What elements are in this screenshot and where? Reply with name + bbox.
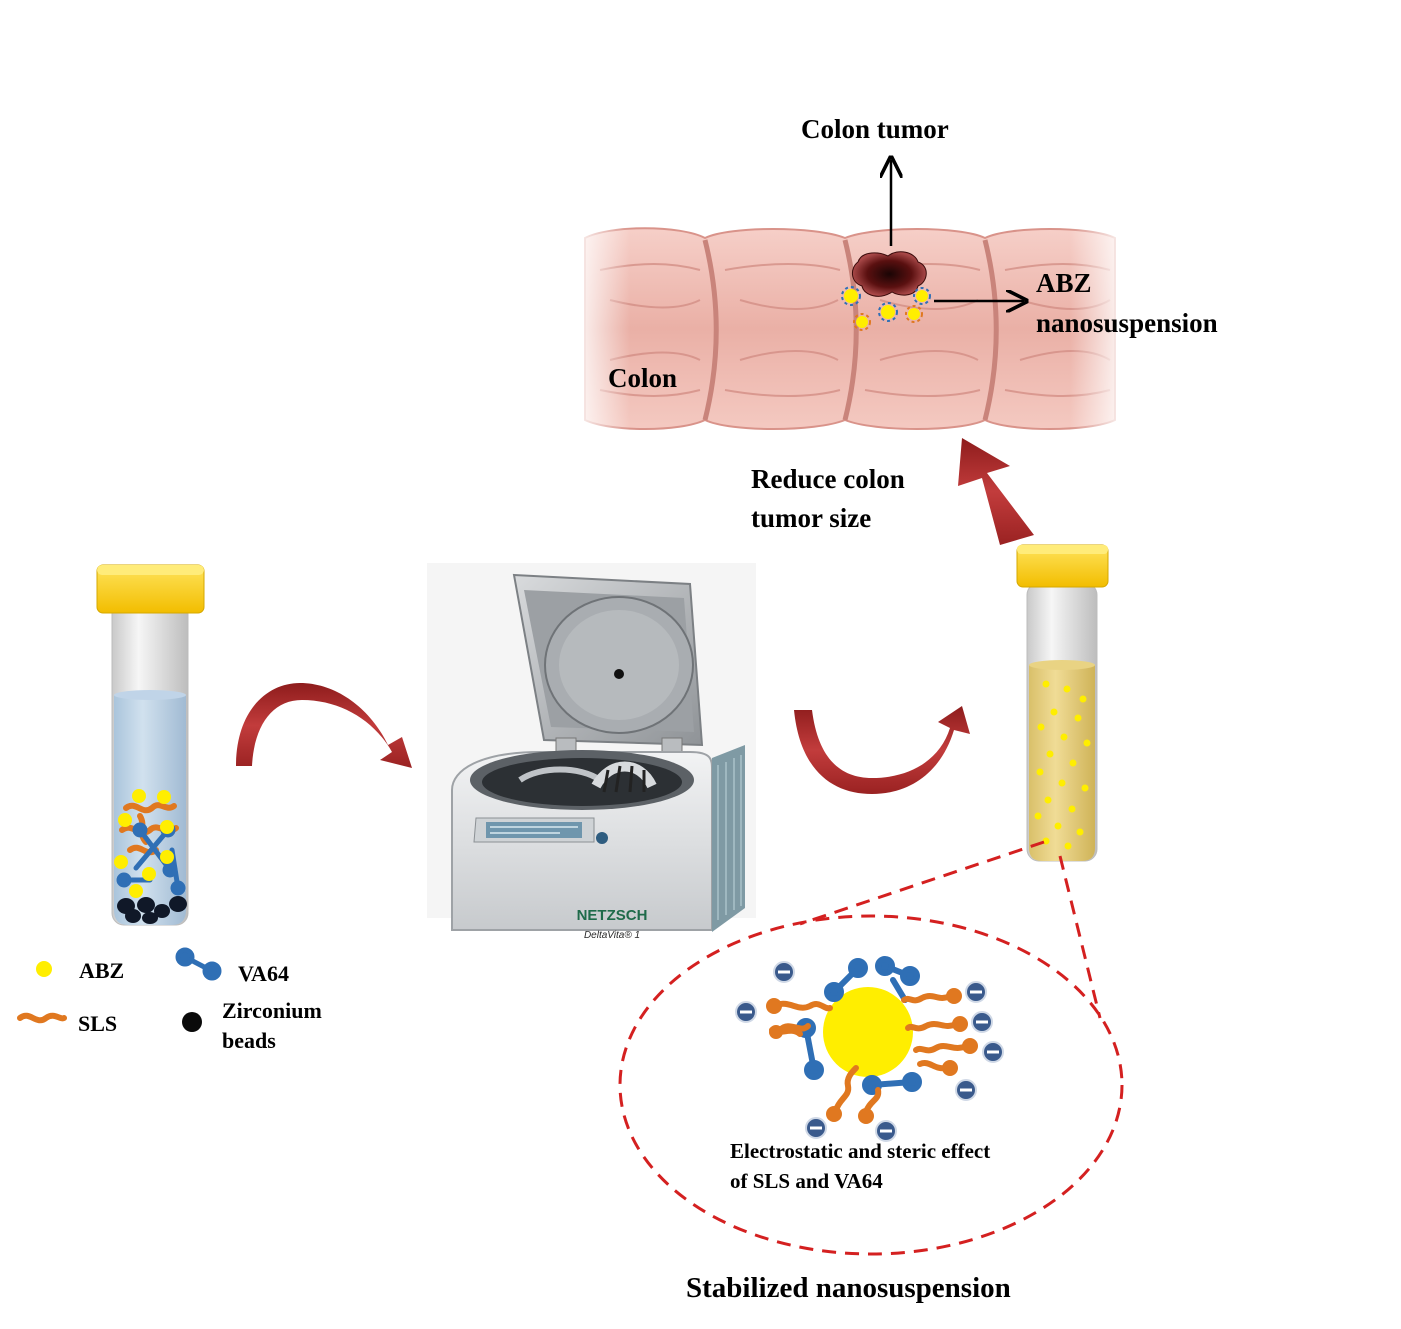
reduce-tumor-arrow [958,438,1034,545]
abz-label-line2: nanosuspension [1036,308,1218,338]
legend-abz-swatch [36,961,52,977]
zirconium-beads-in-tube [117,896,187,924]
reduce-label-line2: tumor size [751,503,872,533]
colon-tumor-label: Colon tumor [801,114,949,144]
legend-zirconium-label-line1: Zirconium [222,998,322,1023]
product-tube-right [1016,544,1109,862]
colon-label: Colon [608,363,678,393]
effect-label-line2: of SLS and VA64 [730,1169,883,1193]
legend-va64-swatch [175,947,222,981]
legend-sls-swatch [17,1012,67,1024]
abz-core-particle [823,987,913,1077]
abz-label-line1: ABZ [1036,268,1092,298]
curved-arrow-to-mill [236,683,412,768]
device-brand-label: NETZSCH [577,907,648,924]
curved-arrow-to-product [794,706,970,794]
nano-mill-device: NETZSCH DeltaVita® 1 [427,563,756,941]
legend-symbols [17,947,222,1032]
device-model-label: DeltaVita® 1 [584,930,640,941]
legend-zirconium-swatch [182,1012,202,1032]
va64-chains [796,956,922,1095]
sls-heads [766,988,978,1124]
milling-tube-left [96,564,205,926]
negative-charges [735,961,1004,1142]
legend-va64-label: VA64 [238,961,289,986]
legend-abz-label: ABZ [79,958,125,983]
legend-zirconium-label-line2: beads [222,1028,276,1053]
legend-sls-label: SLS [78,1011,118,1036]
effect-label-line1: Electrostatic and steric effect [730,1139,991,1163]
colon-illustration [570,220,1130,440]
zoom-callout [618,840,1124,1256]
tumor-nanoparticles [841,286,931,331]
tumor-mass [852,251,927,297]
stabilized-label: Stabilized nanosuspension [686,1272,1011,1304]
abz-in-tube [114,789,174,898]
reduce-label-line1: Reduce colon [751,464,905,494]
stabilized-nanoparticle [735,956,1004,1142]
